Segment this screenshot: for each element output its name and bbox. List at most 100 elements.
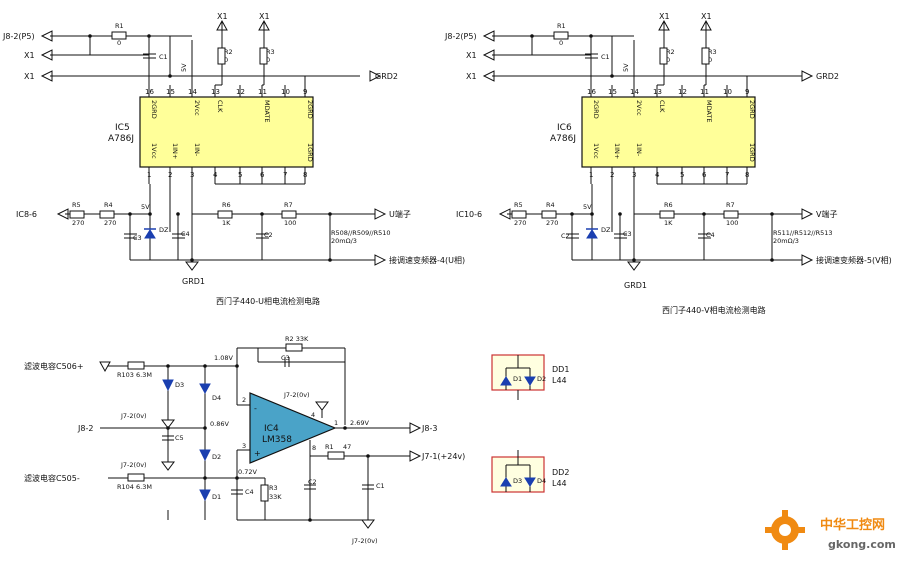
svg-text:R104 6.3M: R104 6.3M	[117, 483, 152, 491]
svg-text:5V: 5V	[622, 63, 630, 72]
svg-text:MDATE: MDATE	[705, 100, 713, 123]
j8-net-arrow-icon	[482, 30, 495, 42]
r2-ref: R2	[224, 48, 233, 56]
r1-resistor	[553, 31, 569, 40]
svg-text:IC6: IC6	[557, 123, 572, 133]
svg-text:6: 6	[260, 171, 265, 179]
svg-text:0: 0	[666, 56, 670, 64]
svg-text:D3: D3	[175, 381, 184, 389]
svg-text:L44: L44	[552, 479, 567, 488]
r7-resistor	[723, 210, 739, 219]
grd2-label: GRD2	[375, 72, 398, 81]
svg-text:1K: 1K	[664, 219, 673, 227]
svg-text:10: 10	[281, 88, 290, 96]
d2-diode-icon	[199, 449, 211, 462]
zener-diode-icon	[144, 229, 156, 239]
svg-text:C1: C1	[376, 482, 385, 490]
svg-text:4: 4	[655, 171, 660, 179]
svg-text:R511//R512//R513: R511//R512//R513	[773, 229, 833, 237]
grd1-ground-icon	[627, 261, 641, 271]
svg-text:CLK: CLK	[216, 100, 224, 113]
c1-ref: C1	[159, 53, 168, 61]
svg-text:1IN-: 1IN-	[635, 143, 643, 157]
svg-text:CLK: CLK	[658, 100, 666, 113]
x1-power-arrow-icon	[258, 19, 270, 31]
svg-text:R3: R3	[708, 48, 717, 56]
svg-text:2Vcc: 2Vcc	[635, 100, 643, 116]
gear-icon	[765, 510, 805, 550]
r2-value: 0	[224, 56, 228, 64]
svg-text:C2: C2	[308, 478, 317, 486]
svg-text:1K: 1K	[222, 219, 231, 227]
svg-text:5: 5	[238, 171, 242, 179]
svg-text:D1: D1	[513, 375, 522, 383]
svg-text:接调速变频器-5(V相): 接调速变频器-5(V相)	[816, 255, 892, 265]
svg-text:R508//R509//R510: R508//R509//R510	[331, 229, 391, 237]
svg-text:J7-1(+24v): J7-1(+24v)	[421, 452, 465, 461]
svg-text:C4: C4	[245, 488, 254, 496]
svg-text:2: 2	[242, 396, 246, 404]
r1-value: 0	[117, 39, 121, 47]
svg-text:5: 5	[680, 171, 684, 179]
svg-text:11: 11	[700, 88, 709, 96]
svg-text:MDATE: MDATE	[263, 100, 271, 123]
svg-text:2GRD: 2GRD	[748, 100, 756, 119]
ground-icon	[161, 419, 175, 429]
svg-text:R2: R2	[666, 48, 675, 56]
svg-text:1IN+: 1IN+	[171, 143, 179, 159]
svg-text:X1: X1	[466, 72, 477, 81]
svg-text:1GRD: 1GRD	[748, 143, 756, 162]
r3-resistor	[701, 47, 710, 65]
svg-text:C5: C5	[175, 434, 184, 442]
svg-text:R103 6.3M: R103 6.3M	[117, 371, 152, 379]
svg-text:D2: D2	[212, 453, 221, 461]
r3-resistor	[260, 484, 269, 502]
svg-text:C4: C4	[706, 231, 715, 239]
v-terminal-arrow-icon	[801, 208, 814, 220]
svg-text:西门子440-V相电流检测电路: 西门子440-V相电流检测电路	[662, 305, 766, 315]
svg-text:R2 33K: R2 33K	[285, 335, 309, 343]
svg-text:D1: D1	[212, 493, 221, 501]
svg-text:9: 9	[745, 88, 749, 96]
x1-net-arrow-icon	[40, 49, 53, 61]
svg-text:R6: R6	[222, 201, 231, 209]
svg-text:R6: R6	[664, 201, 673, 209]
input-arrow-icon	[99, 361, 111, 373]
svg-text:J8-3: J8-3	[421, 424, 437, 433]
watermark-name: 中华工控网	[820, 517, 885, 533]
u-phase-current-detect-circuit: J8-2(P5) X1 X1 X1 X1 R1 0 C1 R2 0 R3 0 5…	[2, 12, 465, 306]
svg-text:1: 1	[334, 419, 338, 427]
svg-text:X1: X1	[466, 51, 477, 60]
ground-icon	[361, 519, 375, 529]
svg-text:D4: D4	[212, 394, 221, 402]
svg-text:270: 270	[104, 219, 116, 227]
svg-text:C3: C3	[623, 230, 632, 238]
svg-text:1GRD: 1GRD	[306, 143, 314, 162]
svg-text:2: 2	[168, 171, 172, 179]
r6-resistor	[659, 210, 675, 219]
r1-resistor	[111, 31, 127, 40]
svg-text:2GRD: 2GRD	[150, 100, 158, 119]
svg-text:5V: 5V	[583, 203, 592, 211]
svg-text:7: 7	[725, 171, 729, 179]
r4-resistor	[99, 210, 115, 219]
svg-text:L44: L44	[552, 376, 567, 385]
r3-value: 0	[266, 56, 270, 64]
svg-text:DD1: DD1	[552, 365, 569, 374]
svg-text:R1: R1	[557, 22, 566, 30]
grd2-arrow-icon	[801, 70, 814, 82]
svg-text:R5: R5	[514, 201, 523, 209]
r2-resistor	[659, 47, 668, 65]
svg-text:R3: R3	[269, 484, 278, 492]
r4-resistor	[541, 210, 557, 219]
x1-net-arrow-icon	[40, 70, 53, 82]
svg-text:J7-2(0v): J7-2(0v)	[120, 412, 147, 420]
ic5-ref: IC5	[115, 123, 130, 133]
svg-text:6: 6	[702, 171, 707, 179]
svg-text:R7: R7	[726, 201, 735, 209]
grd1-ground-icon	[185, 261, 199, 271]
svg-text:1Vcc: 1Vcc	[150, 143, 158, 159]
svg-text:10: 10	[723, 88, 732, 96]
svg-text:8: 8	[303, 171, 307, 179]
svg-text:47: 47	[343, 443, 351, 451]
